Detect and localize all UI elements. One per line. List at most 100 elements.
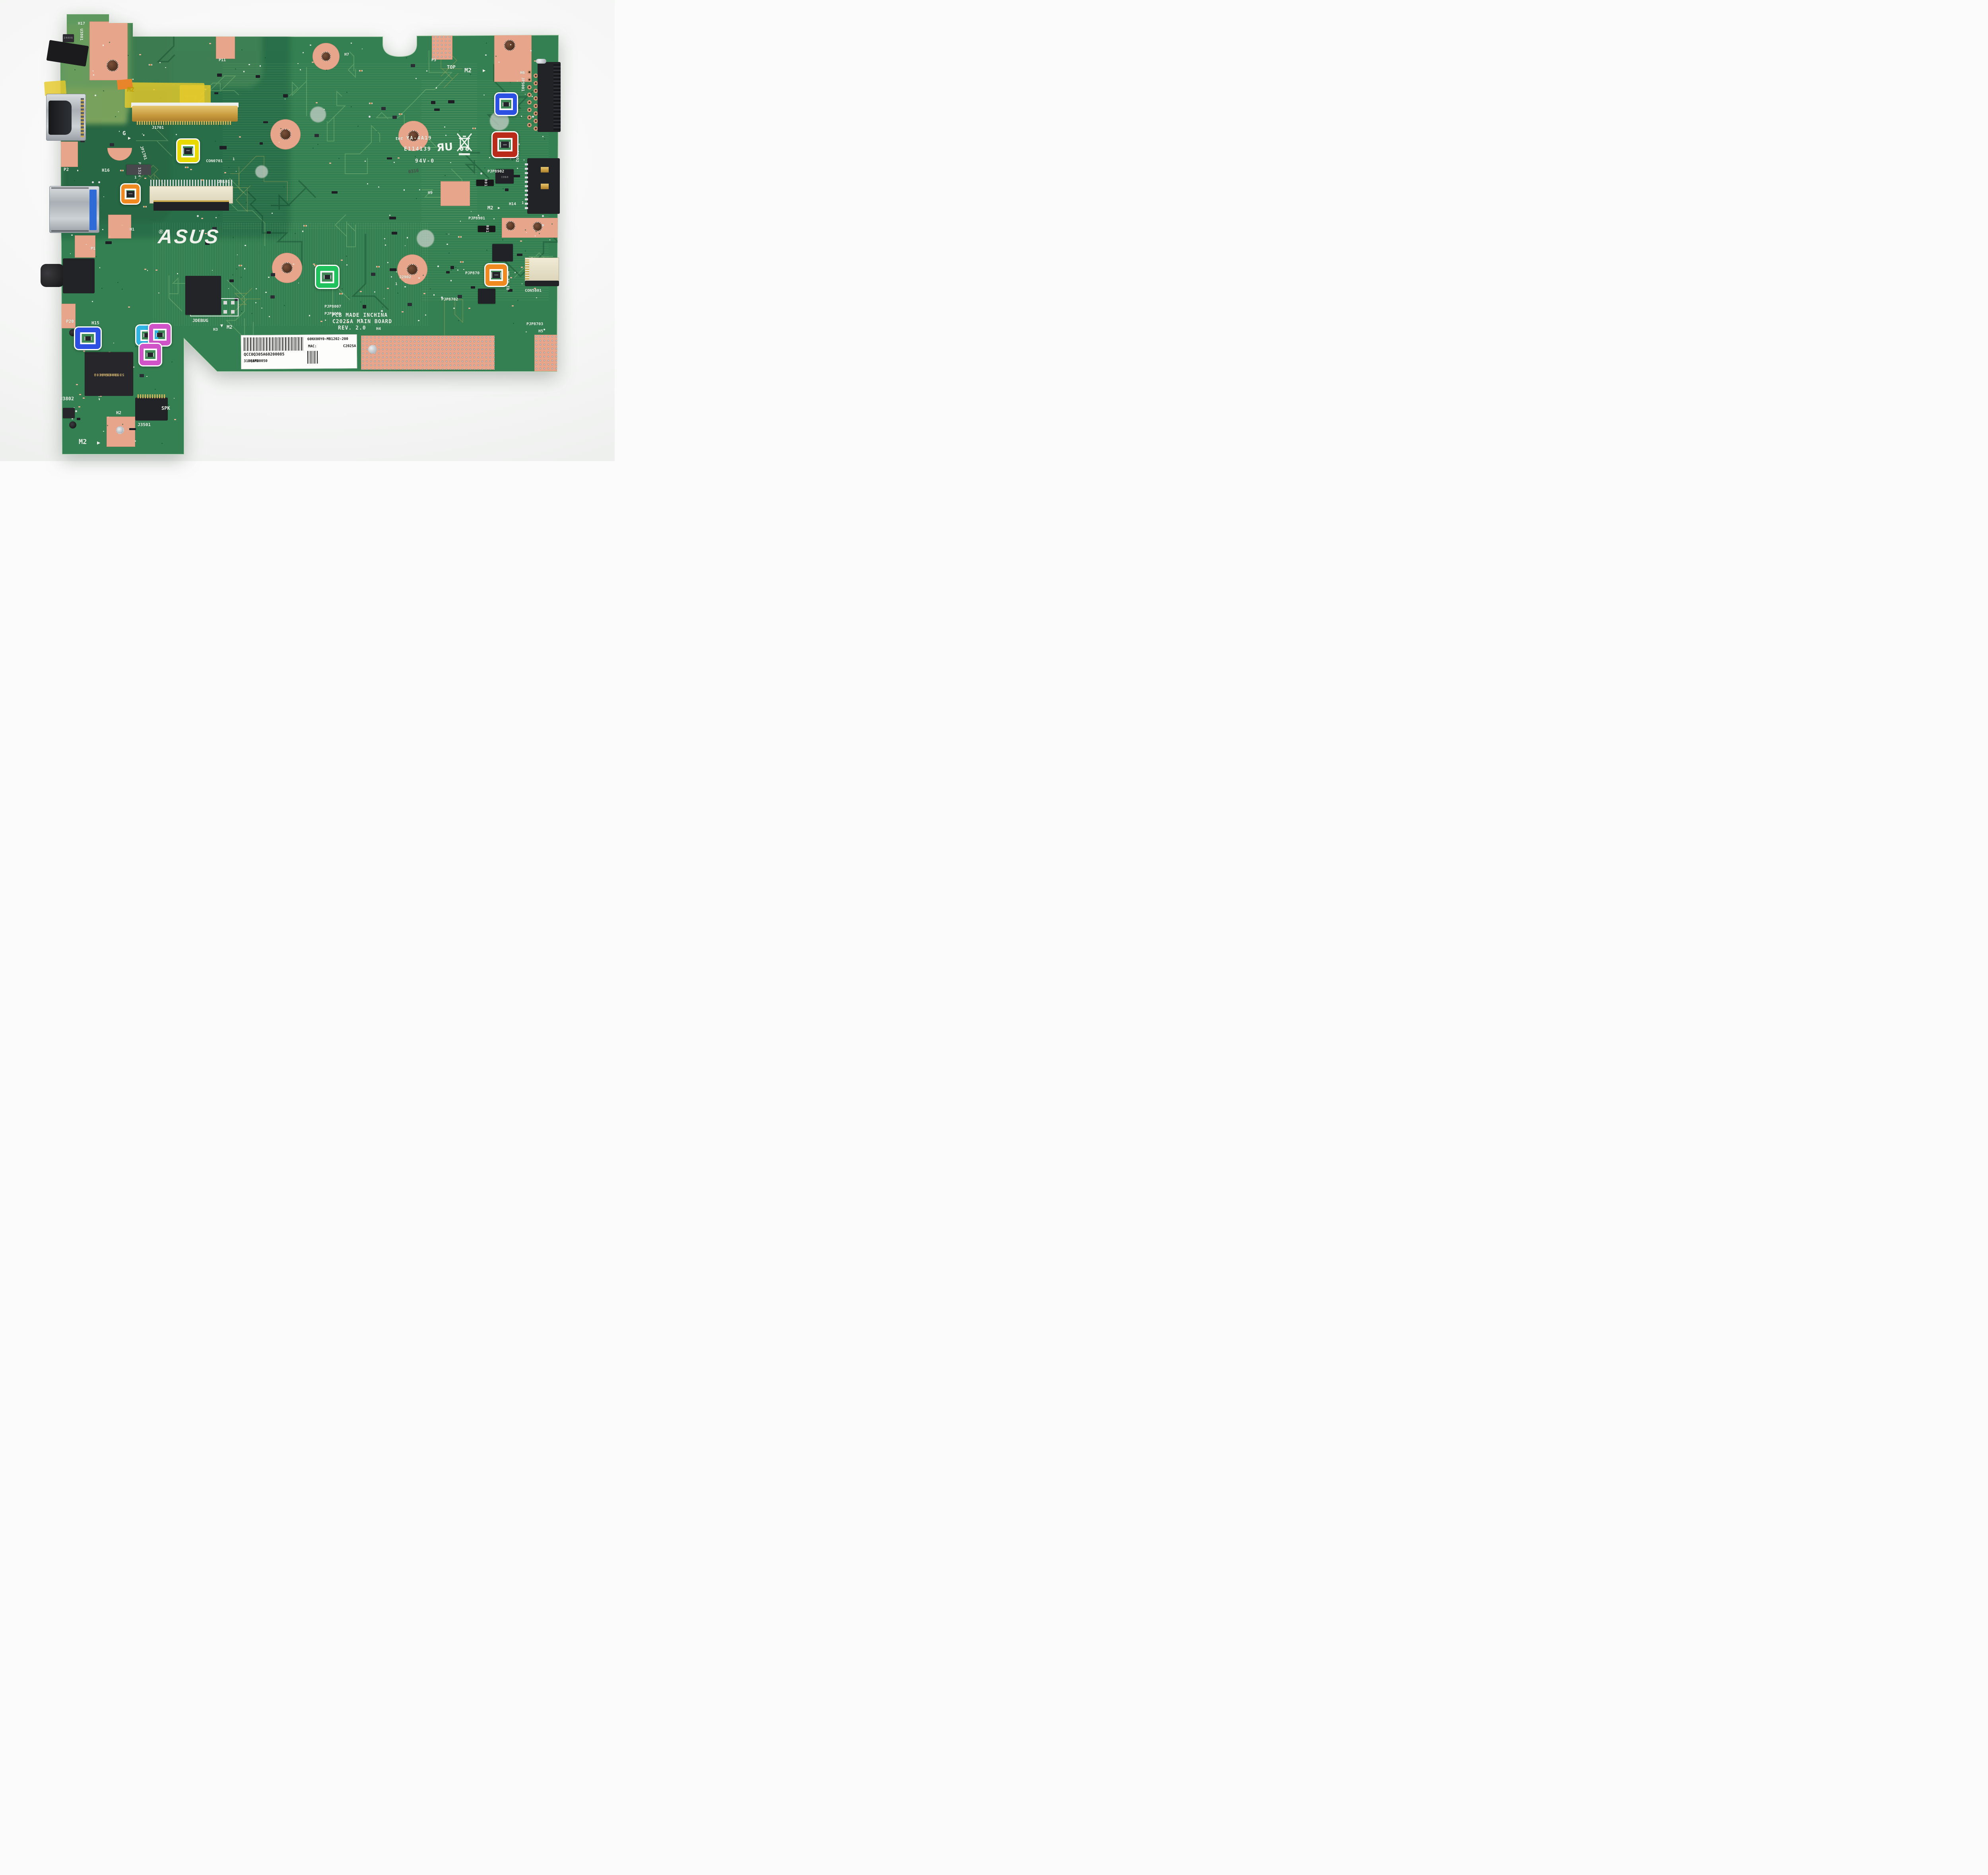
via-dot [99, 267, 101, 268]
connector-pins [138, 394, 165, 398]
usb-seam [51, 230, 89, 232]
weee-bin-icon [456, 133, 472, 155]
mount-hole [321, 52, 331, 61]
battery-connector-j6002 [525, 158, 560, 214]
via-dot [122, 289, 123, 290]
via-dot [128, 306, 130, 308]
screw-hole [69, 421, 76, 429]
via-dot [458, 320, 459, 321]
connector-pins [150, 180, 232, 186]
via-dot [144, 269, 146, 270]
via-dot [486, 43, 487, 44]
trace-texture [223, 64, 477, 231]
via-dot [152, 360, 154, 361]
via-dot [96, 370, 97, 371]
smd-component [140, 374, 144, 377]
mount-hole [116, 426, 124, 434]
via-dot [99, 398, 100, 399]
via-dot [146, 376, 147, 377]
via-dot [135, 346, 136, 347]
smd-component [155, 363, 159, 364]
connector-pins [525, 161, 528, 209]
sticker-model: C202SA [343, 344, 356, 349]
via-dot [174, 398, 175, 399]
mount-hole [504, 40, 515, 51]
via-dot [79, 394, 81, 395]
via-dot [91, 364, 92, 365]
mount-hole [280, 129, 291, 140]
registered-mark: ® [158, 229, 164, 235]
via-dot [362, 48, 363, 49]
smd-component [105, 241, 112, 244]
via-dot [109, 352, 111, 353]
mount-hole [408, 130, 419, 142]
via-dot [91, 354, 93, 355]
copper-pad-h1 [108, 215, 131, 238]
via-dot [544, 329, 545, 330]
hdmi-pins [81, 98, 84, 137]
mount-hole [407, 264, 418, 275]
via-dot [78, 406, 80, 407]
sticker-mac-label: MAC: [308, 344, 317, 349]
via-dot [100, 396, 102, 397]
via-dot [147, 270, 148, 271]
sticker-part-number: 60NX00Y0-MB1202-200 [307, 337, 348, 341]
thermal-paste [310, 107, 326, 122]
ffc-latch [525, 281, 559, 286]
smd-component [107, 364, 111, 366]
copper-pad-p20 [60, 304, 76, 328]
screw-hole [69, 329, 76, 336]
via-dot [117, 282, 118, 283]
ul-recognized-icon: ЯU [436, 141, 454, 154]
usb-port [49, 186, 99, 233]
smd-component [77, 418, 81, 421]
via-dot [406, 57, 407, 58]
via-dot [108, 352, 109, 353]
via-dot [101, 361, 102, 362]
barcode-small [307, 351, 319, 364]
via-dot [526, 332, 527, 333]
hdmi-opening [49, 101, 72, 135]
via-dot [468, 308, 470, 309]
sticker-batch: 310Q3MB0050 D3AF2 [244, 359, 268, 363]
via-dot [168, 404, 169, 405]
copper-via-pad [534, 335, 558, 371]
copper-pad [89, 21, 128, 80]
via-dot [155, 389, 156, 390]
copper-pad-h9 [441, 181, 470, 206]
via-dot [99, 399, 100, 400]
via-dot [549, 239, 551, 240]
barcode [243, 337, 304, 351]
thermal-paste [490, 111, 509, 130]
mount-hole [506, 221, 515, 231]
via-dot [76, 384, 78, 385]
via-dot [126, 366, 127, 368]
hdmi-port [46, 94, 86, 141]
speaker-connector-j3501 [135, 397, 168, 421]
thermal-paste [255, 165, 268, 178]
via-dot [83, 351, 85, 352]
usb-seam [51, 187, 89, 189]
ffc-connector-con5801 [525, 258, 559, 281]
mount-hole [282, 262, 293, 273]
sticker-serial: QCC0Q305A60200085 [244, 352, 285, 357]
serial-sticker: QCC0Q305A60200085 310Q3MB0050 D3AF2 60NX… [241, 334, 357, 370]
copper-pad-p2 [60, 142, 78, 167]
copper-pad-p11 [216, 36, 235, 59]
via-dot [72, 418, 73, 419]
via-dot [92, 301, 93, 302]
audio-jack-body [63, 258, 95, 293]
usb3-tongue [89, 190, 97, 230]
connector-contact [541, 167, 549, 173]
copper-pad-p1 [75, 235, 95, 258]
via-dot [74, 415, 75, 416]
solder-disc [368, 345, 377, 354]
orange-tape [117, 79, 133, 90]
via-dot [83, 397, 85, 399]
smd-component [75, 410, 77, 412]
connector-contact [541, 184, 549, 189]
via-dot [133, 366, 134, 367]
via-dot [103, 356, 104, 357]
via-dot [103, 431, 104, 432]
smd-component [151, 353, 158, 356]
